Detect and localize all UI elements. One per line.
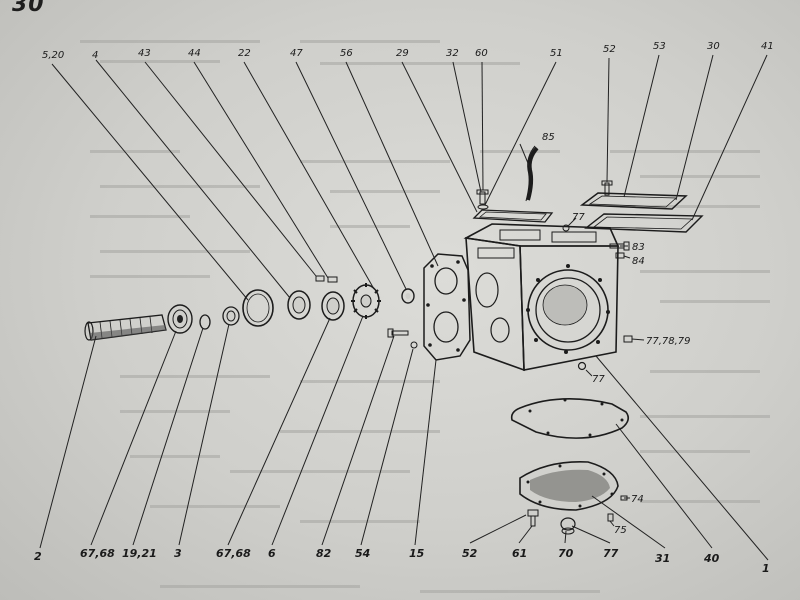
- side-cover-plate: [423, 253, 471, 361]
- label-5-20: 5,20: [42, 50, 64, 61]
- bolt-lower: [387, 328, 418, 349]
- label-30: 30: [707, 41, 720, 52]
- leader-lines: [39, 54, 769, 561]
- dowel-pin-top: [562, 224, 570, 232]
- label-51: 51: [550, 48, 563, 59]
- label-83: 83: [632, 242, 645, 253]
- splined-shaft: [84, 314, 167, 341]
- label-47: 47: [290, 48, 303, 59]
- label-67-68-right: 67,68: [216, 547, 251, 560]
- label-22: 22: [238, 48, 251, 59]
- label-61: 61: [512, 547, 527, 560]
- label-1: 1: [762, 562, 770, 575]
- top-cover-gasket: [584, 213, 704, 233]
- gearbox-housing: [463, 223, 620, 372]
- label-32: 32: [446, 48, 459, 59]
- dowel-pin-lower: [577, 361, 587, 371]
- gear: [351, 283, 381, 319]
- label-6: 6: [268, 547, 276, 560]
- page-number: 30: [12, 0, 45, 17]
- drain-plug: [623, 335, 633, 343]
- bottom-plug: [560, 517, 576, 535]
- label-60: 60: [475, 48, 488, 59]
- top-bolt: [476, 189, 489, 210]
- label-43: 43: [138, 48, 151, 59]
- label-77-top: 77: [572, 212, 585, 223]
- label-41: 41: [761, 41, 774, 52]
- label-4: 4: [92, 50, 98, 61]
- bearing-right: [321, 291, 345, 321]
- right-labels: 83 84 77,78,79 77 74 75 85 77: [542, 132, 691, 536]
- bearing-small: [222, 306, 240, 326]
- label-44: 44: [188, 48, 201, 59]
- label-77-78-79: 77,78,79: [646, 336, 691, 347]
- label-40: 40: [703, 552, 720, 565]
- bottom-bolt: [527, 509, 539, 527]
- snap-ring: [199, 314, 211, 330]
- bottom-small-bolts: [607, 495, 628, 522]
- label-77-bottom: 77: [603, 547, 619, 560]
- label-15: 15: [409, 547, 425, 560]
- bottom-labels: 2 67,68 19,21 3 67,68 6 82 54 15 52 61 7…: [34, 547, 770, 575]
- label-29: 29: [396, 48, 409, 59]
- retaining-ring: [242, 289, 274, 327]
- label-85: 85: [542, 132, 555, 143]
- bearing-left: [167, 304, 193, 334]
- bearing-cup: [287, 290, 311, 320]
- label-70: 70: [558, 547, 574, 560]
- bottom-cover: [519, 461, 619, 511]
- label-52-top: 52: [603, 44, 616, 55]
- lever-rod: [525, 145, 539, 202]
- label-52-bottom: 52: [462, 547, 478, 560]
- label-84: 84: [632, 256, 645, 267]
- top-cover: [579, 192, 688, 210]
- label-67-68-left: 67,68: [80, 547, 115, 560]
- label-54: 54: [355, 547, 370, 560]
- top-gasket-small: [472, 209, 554, 223]
- bushing: [401, 288, 415, 304]
- label-19-21: 19,21: [122, 547, 157, 560]
- side-bolt: [609, 241, 630, 259]
- label-82: 82: [316, 547, 332, 560]
- bottom-gasket: [510, 398, 630, 439]
- label-31: 31: [655, 552, 670, 565]
- label-74: 74: [631, 494, 644, 505]
- label-56: 56: [340, 48, 353, 59]
- label-77-housing: 77: [592, 374, 605, 385]
- label-75: 75: [614, 525, 627, 536]
- label-53: 53: [653, 41, 666, 52]
- label-3: 3: [174, 547, 182, 560]
- label-2: 2: [34, 550, 42, 563]
- top-labels: 5,20 4 43 44 22 47 56 29 32 60 51 52 53 …: [42, 41, 774, 61]
- small-bolt: [315, 275, 338, 283]
